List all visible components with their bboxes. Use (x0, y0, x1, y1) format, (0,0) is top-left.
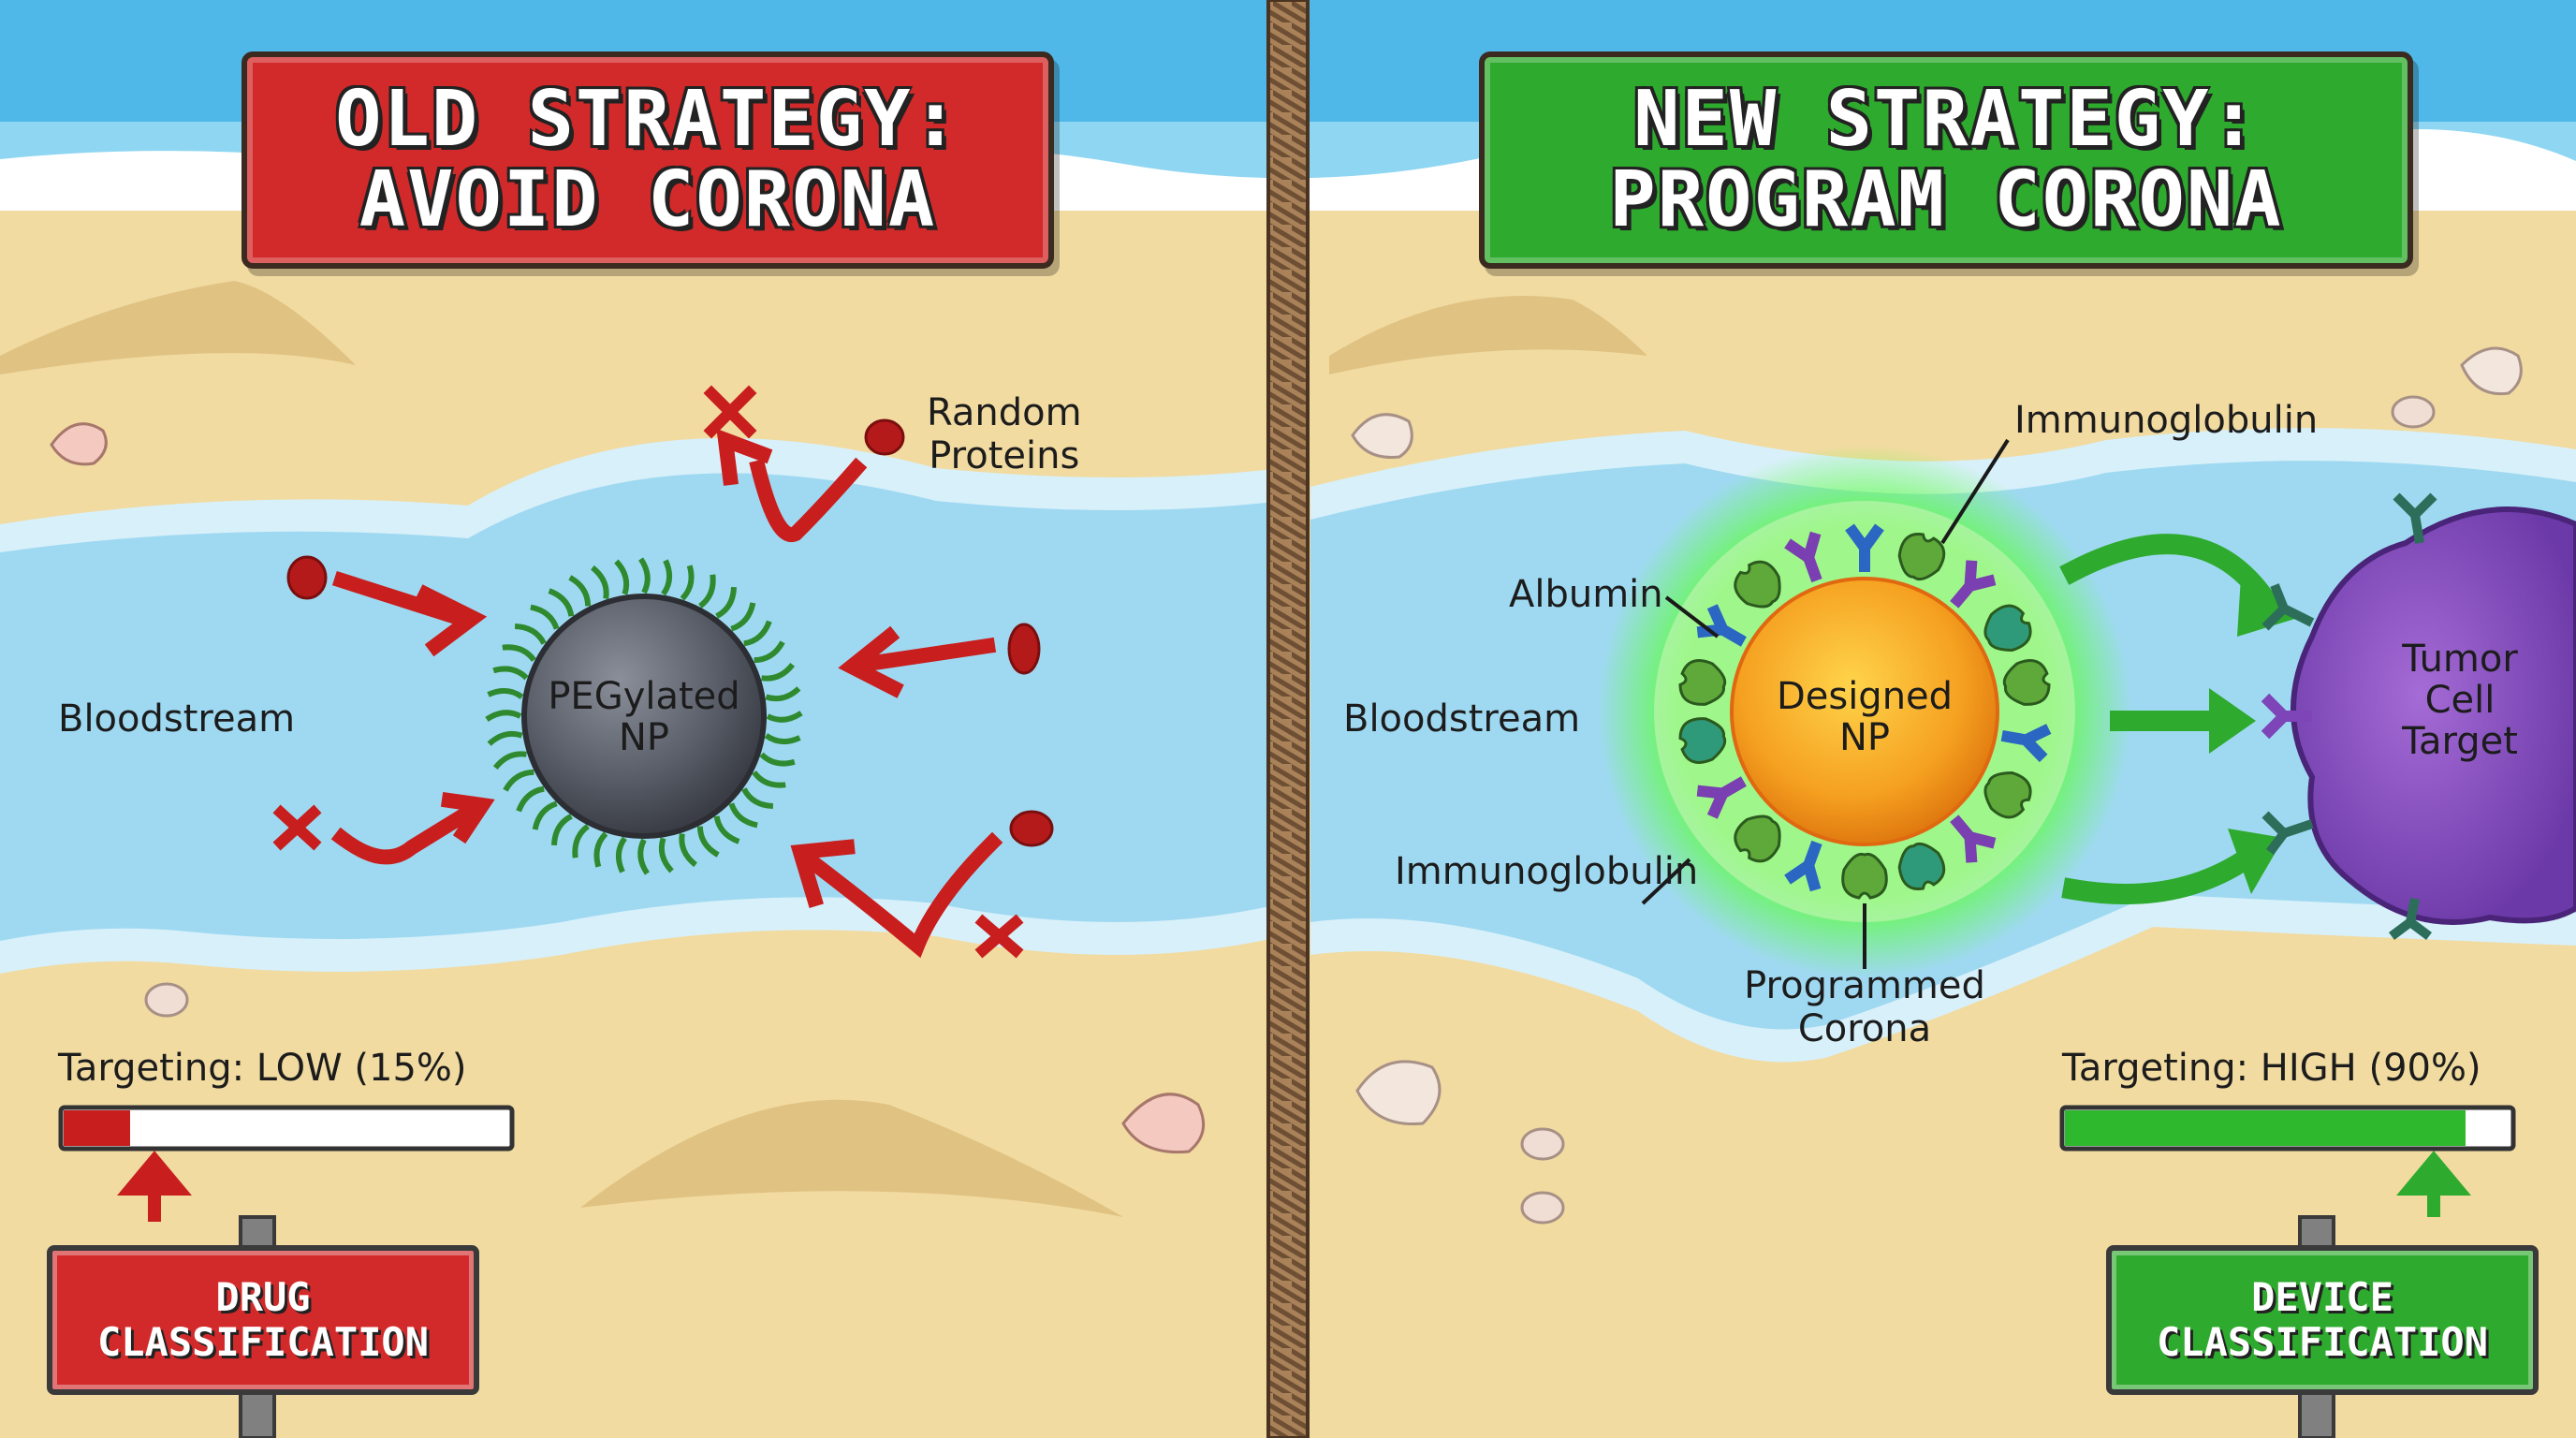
immunoglobulin-y (1696, 776, 1747, 819)
bloodstream-label-right: Bloodstream (1343, 697, 1581, 741)
albumin-protein (1897, 842, 1946, 890)
peg-chain (661, 559, 673, 596)
designed-np-line1: Designed (1776, 675, 1954, 718)
peg-chain (593, 831, 608, 868)
designed-np-line2: NP (1838, 716, 1891, 759)
drug-sign-line1: DRUG (215, 1274, 311, 1320)
albumin-protein (1678, 717, 1727, 764)
peg-chain (638, 557, 651, 594)
drug-sign-line2: CLASSIFICATION (96, 1319, 429, 1365)
peg-chain (487, 730, 523, 746)
peg-chain (715, 586, 737, 619)
new-strategy-banner: NEW STRATEGY: PROGRAM CORONA (1479, 51, 2413, 269)
peg-chain (679, 833, 698, 868)
targeting-high-label: Targeting: HIGH (90%) (2062, 1047, 2481, 1090)
peg-chain (532, 800, 558, 830)
pegylated-np-line1: PEGylated (548, 675, 740, 718)
peg-chain (485, 710, 522, 722)
albumin-protein (1983, 770, 2032, 819)
immunoglobulin-y (1950, 560, 1997, 609)
albumin-protein (1841, 852, 1888, 900)
peg-chain (766, 711, 803, 723)
peg-chain (548, 588, 575, 617)
peg-chain (752, 770, 786, 788)
random-proteins-label: Random Proteins (927, 391, 1082, 477)
albumin-protein (1678, 659, 1727, 706)
pegylated-np-label: PEGylated NP (548, 676, 739, 758)
new-strategy-title-line1: NEW STRATEGY: (1633, 75, 2259, 164)
peg-chain (568, 575, 592, 607)
device-classification-sign: DEVICE CLASSIFICATION (2106, 1245, 2539, 1395)
peg-chain (502, 644, 536, 662)
drug-classification-sign: DRUG CLASSIFICATION (47, 1245, 479, 1395)
peg-chain (730, 602, 756, 632)
peg-chain (754, 640, 785, 664)
peg-chain (759, 752, 796, 767)
peg-chain (615, 836, 627, 873)
peg-chain (530, 604, 560, 630)
programmed-corona-line2: Corona (1797, 1007, 1932, 1050)
old-strategy-banner: OLD STRATEGY: AVOID CORONA (242, 51, 1054, 269)
immunoglobulin-y (1950, 814, 1997, 863)
tumor-line2: Cell (2424, 679, 2496, 722)
albumin-protein (1983, 604, 2032, 653)
albumin-protein (1734, 814, 1781, 863)
device-sign-line2: CLASSIFICATION (2156, 1319, 2488, 1365)
albumin-protein (1734, 560, 1781, 609)
immunoglobulin-top-label: Immunoglobulin (2014, 399, 2319, 442)
peg-chain (572, 824, 590, 858)
peg-chain (614, 559, 630, 595)
peg-chain (516, 785, 545, 813)
peg-chain (487, 687, 524, 699)
immunoglobulin-y (1845, 523, 1884, 572)
peg-chain (590, 565, 609, 599)
tumor-line1: Tumor (2402, 638, 2518, 681)
immunoglobulin-y (2000, 724, 2052, 763)
bloodstream-label-left: Bloodstream (58, 697, 296, 741)
peg-chain (698, 574, 716, 609)
peg-chain (514, 624, 547, 645)
peg-chain (743, 620, 772, 647)
albumin-protein (2002, 659, 2051, 706)
new-strategy-title-line2: PROGRAM CORONA (1609, 155, 2283, 244)
peg-chain (728, 802, 758, 829)
peg-chain (713, 815, 740, 844)
peg-chain (680, 565, 695, 601)
albumin-protein (1897, 533, 1946, 581)
tumor-line3: Target (2402, 720, 2518, 763)
peg-chain (765, 686, 801, 702)
peg-chain (492, 666, 529, 681)
immunoglobulin-y (1784, 840, 1822, 892)
pegylated-np-line2: NP (618, 716, 670, 759)
peg-chain (551, 814, 573, 846)
peg-chain (637, 838, 650, 875)
random-proteins-line2: Proteins (929, 434, 1080, 477)
peg-chain (696, 826, 720, 858)
programmed-corona-label: Programmed Corona (1744, 964, 1985, 1050)
peg-chain (658, 837, 674, 873)
peg-chain (503, 769, 534, 792)
immunoglobulin-y (1784, 531, 1822, 583)
peg-chain (741, 787, 774, 809)
programmed-corona-line1: Programmed (1744, 964, 1985, 1007)
albumin-label: Albumin (1509, 573, 1663, 616)
random-proteins-line1: Random (927, 391, 1082, 434)
old-strategy-title-line2: AVOID CORONA (359, 155, 937, 244)
peg-chain (492, 751, 527, 770)
immunoglobulin-bottom-label: Immunoglobulin (1395, 850, 1699, 893)
tumor-cell-target-label: Tumor Cell Target (2402, 638, 2518, 762)
old-strategy-title-line1: OLD STRATEGY: (335, 75, 960, 164)
designed-np-label: Designed NP (1777, 676, 1953, 758)
peg-chain (761, 662, 796, 682)
device-sign-line1: DEVICE (2251, 1274, 2393, 1320)
targeting-low-label: Targeting: LOW (15%) (58, 1047, 467, 1090)
peg-chain (764, 733, 801, 745)
